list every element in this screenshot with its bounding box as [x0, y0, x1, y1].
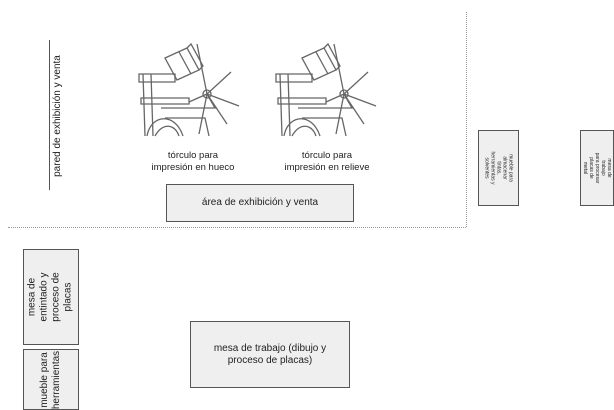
- exhibition-wall-line: [49, 40, 50, 190]
- printing-press-icon: [275, 42, 377, 137]
- storage-furniture-box: mueble para almacenar tintas, herramient…: [478, 130, 519, 206]
- tools-furniture-label: mueble para herramientas: [39, 350, 63, 409]
- exhibition-wall-label-wrap: pared de exhibición y venta: [8, 55, 108, 177]
- work-table-box: mesa de trabajo (dibujo y proceso de pla…: [190, 321, 350, 388]
- press-relief-label: tórculo para impresión en relieve: [284, 150, 370, 173]
- work-table-label: mesa de trabajo (dibujo y proceso de pla…: [213, 342, 327, 366]
- metal-plate-table-box: mesa de trabajo para procesar placas de …: [580, 130, 614, 206]
- exhibit-zone-bottom-border: [8, 227, 466, 228]
- inking-table-box: mesa de entintado y proceso de placas: [23, 249, 79, 345]
- exhibit-area-label: área de exhibición y venta: [201, 197, 319, 208]
- printing-press-icon: [138, 42, 240, 137]
- inking-table-label: mesa de entintado y proceso de placas: [26, 272, 74, 322]
- press-intaglio-label: tórculo para impresión en hueco: [151, 150, 235, 173]
- exhibit-area-box: área de exhibición y venta: [166, 184, 354, 222]
- tools-furniture-box: mueble para herramientas: [23, 349, 79, 410]
- metal-plate-table-label: mesa de trabajo para procesar placas de …: [582, 152, 612, 184]
- exhibit-zone-right-border: [466, 12, 467, 227]
- exhibition-wall-label: pared de exhibición y venta: [52, 55, 63, 177]
- storage-furniture-label: mueble para almacenar tintas, herramient…: [483, 151, 514, 185]
